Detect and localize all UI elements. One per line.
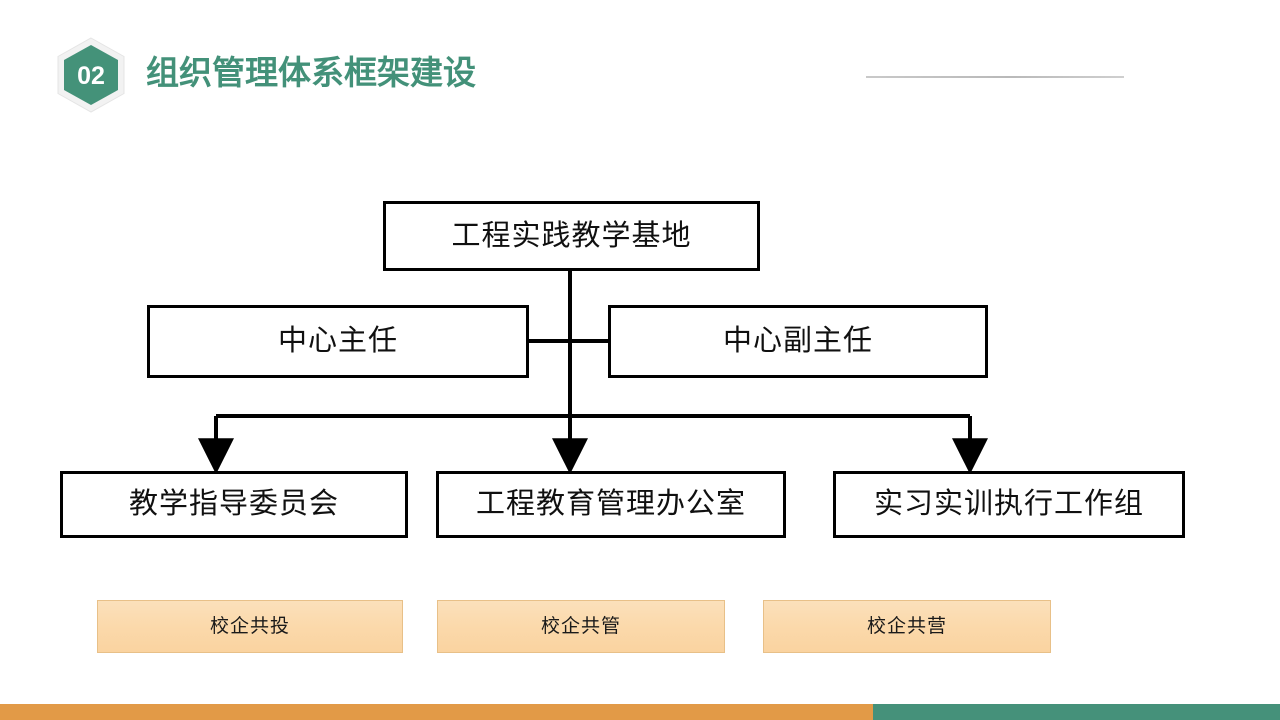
org-node-root-label: 工程实践教学基地 (451, 219, 692, 252)
org-node-root[interactable]: 工程实践教学基地 (383, 201, 760, 271)
chip-joint-management-label: 校企共管 (540, 616, 621, 637)
chip-joint-management[interactable]: 校企共管 (437, 600, 725, 653)
footer-bar-right (873, 704, 1280, 720)
org-node-deputy-director[interactable]: 中心副主任 (608, 305, 988, 378)
org-node-teaching-committee-label: 教学指导委员会 (128, 488, 339, 520)
chip-joint-investment[interactable]: 校企共投 (97, 600, 403, 653)
org-node-education-office-label: 工程教育管理办公室 (475, 488, 746, 520)
hexagon-badge-icon: 02 (52, 36, 130, 114)
org-node-training-workgroup[interactable]: 实习实训执行工作组 (833, 471, 1185, 538)
org-node-director-label: 中心主任 (277, 325, 398, 357)
org-node-teaching-committee[interactable]: 教学指导委员会 (60, 471, 408, 538)
org-node-deputy-director-label: 中心副主任 (722, 325, 873, 357)
chip-joint-operation-label: 校企共营 (866, 616, 947, 637)
org-node-education-office[interactable]: 工程教育管理办公室 (436, 471, 786, 538)
page-title: 组织管理体系框架建设 (146, 54, 476, 91)
org-node-director[interactable]: 中心主任 (147, 305, 529, 378)
header-divider-rule (866, 76, 1124, 78)
chip-joint-operation[interactable]: 校企共营 (763, 600, 1051, 653)
chip-joint-investment-label: 校企共投 (209, 616, 290, 637)
footer-bar-left (0, 704, 873, 720)
org-node-training-workgroup-label: 实习实训执行工作组 (873, 488, 1144, 520)
badge-number: 02 (77, 62, 105, 90)
